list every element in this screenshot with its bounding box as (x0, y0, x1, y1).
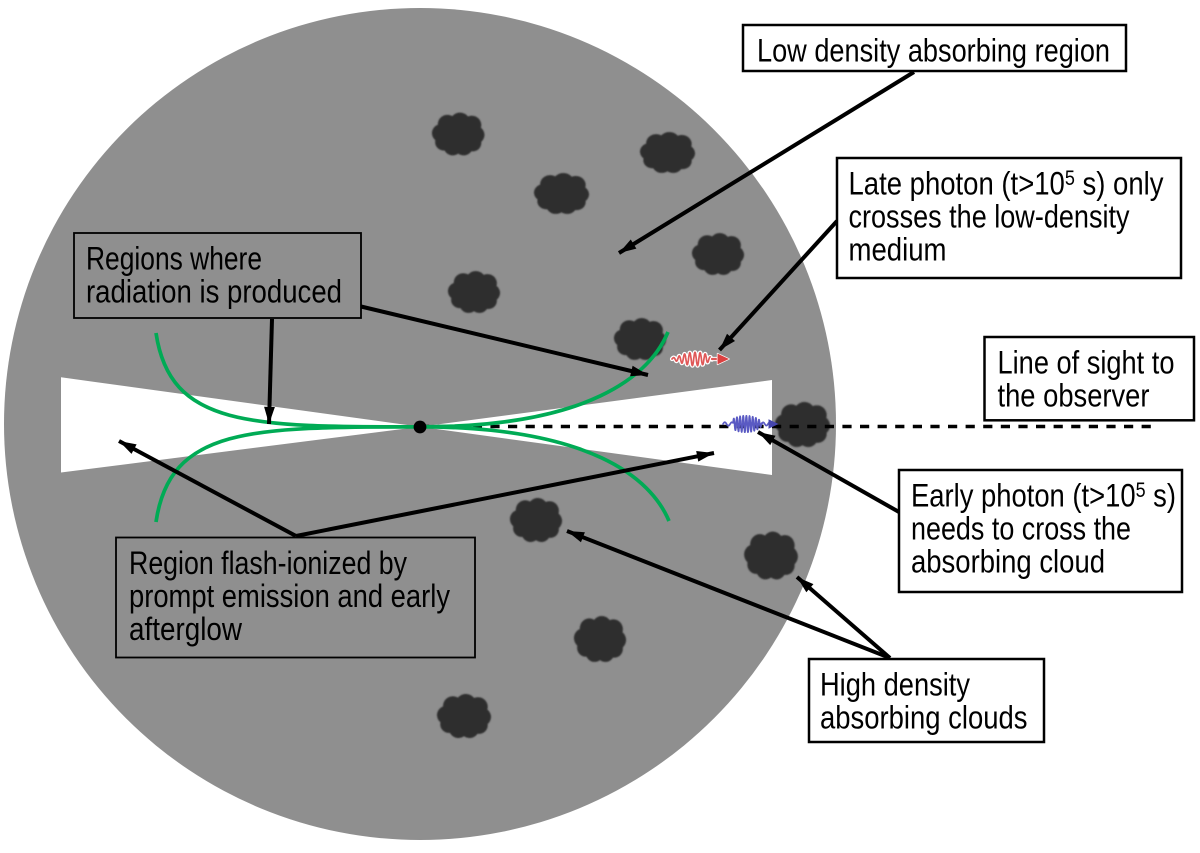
svg-text:Early photon (t>105 s): Early photon (t>105 s) (911, 478, 1176, 514)
svg-text:prompt emission and early: prompt emission and early (129, 578, 450, 614)
svg-text:medium: medium (849, 232, 947, 268)
svg-text:absorbing clouds: absorbing clouds (820, 700, 1028, 736)
svg-text:absorbing cloud: absorbing cloud (911, 544, 1105, 580)
svg-text:Line of sight to: Line of sight to (998, 345, 1175, 381)
svg-text:Late photon (t>105 s) only: Late photon (t>105 s) only (849, 166, 1164, 202)
svg-text:Regions where: Regions where (86, 241, 262, 277)
svg-text:High density: High density (820, 667, 970, 703)
svg-text:Low density absorbing region: Low density absorbing region (757, 33, 1110, 69)
svg-text:the observer: the observer (998, 378, 1150, 414)
svg-text:crosses the low-density: crosses the low-density (849, 199, 1130, 235)
svg-text:needs to cross the: needs to cross the (911, 511, 1131, 547)
svg-text:afterglow: afterglow (129, 611, 243, 647)
svg-text:Region flash-ionized by: Region flash-ionized by (129, 545, 407, 581)
svg-text:radiation is produced: radiation is produced (86, 274, 342, 310)
